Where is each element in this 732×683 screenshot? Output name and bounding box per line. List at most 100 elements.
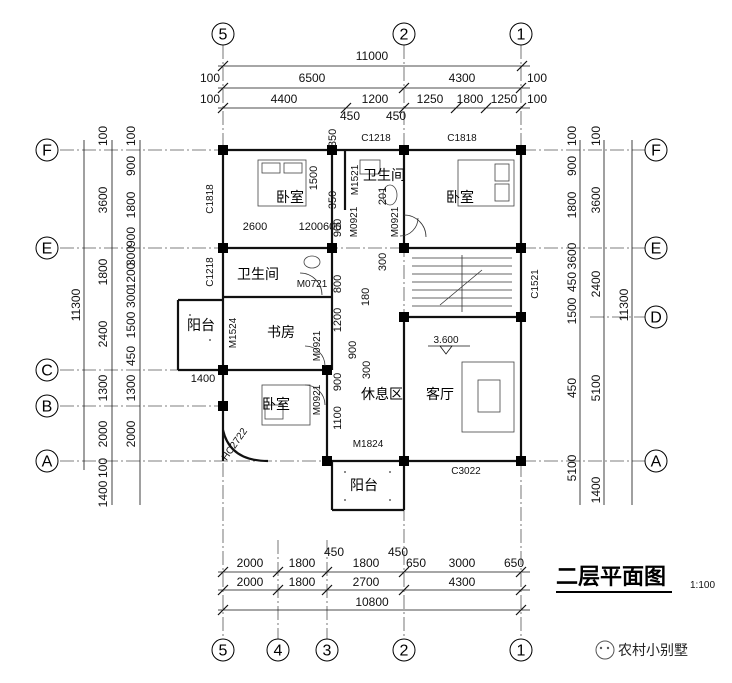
dim-bot-r1-6: 3000: [449, 556, 476, 570]
dim-inner-900c: 900: [332, 373, 344, 391]
dim-top-sub-0: 450: [340, 109, 360, 123]
code-m0921-a: M0921: [349, 206, 360, 237]
dim-right-r3-5: 1500: [565, 297, 579, 324]
drawing-title: 二层平面图: [556, 565, 666, 590]
code-m0721: M0721: [297, 279, 328, 290]
dim-right-r2-3: 5100: [589, 374, 603, 401]
dim-left-r3-3: 900: [124, 227, 138, 247]
dim-left-r3-1: 900: [124, 156, 138, 176]
dim-top-r2-3: 100: [527, 71, 547, 85]
dim-right-r2-1: 3600: [589, 186, 603, 213]
dim-bot-r1-3: 1800: [353, 556, 380, 570]
dimension-lines: [83, 60, 633, 616]
axis-f-right-label: F: [651, 143, 661, 160]
dim-left-r3-10: 2000: [124, 420, 138, 447]
wechat-icon: [595, 640, 615, 660]
dim-bot-r1-0: 2000: [237, 556, 264, 570]
elevation-marker: 3.600: [428, 335, 470, 355]
axis-a-left-label: A: [42, 454, 53, 471]
code-c3022: C3022: [451, 466, 481, 477]
dim-left-r2-1: 3600: [96, 186, 110, 213]
dim-bot-r1-7: 650: [504, 556, 524, 570]
code-m1521: M1521: [350, 164, 361, 195]
dim-right-r3-0: 100: [565, 126, 579, 146]
dim-top-r3-4: 1800: [457, 92, 484, 106]
dim-left-r2-7: 1400: [96, 480, 110, 507]
dim-top-r3-6: 100: [527, 92, 547, 106]
watermark: 农村小别墅: [595, 640, 688, 660]
elevation-label: 3.600: [433, 335, 458, 346]
dim-inner-300b: 300: [361, 361, 373, 379]
axis-c-left-label: C: [41, 363, 53, 380]
dim-right-r2-2: 2400: [589, 270, 603, 297]
dim-left-r2-3: 2400: [96, 320, 110, 347]
code-c1818-top: C1818: [447, 133, 477, 144]
grid-bubbles: [35, 22, 668, 662]
axis-1-bottom-label: 1: [517, 643, 526, 660]
dim-top-r3-0: 100: [200, 92, 220, 106]
dim-bot-r1-4: 450: [388, 545, 408, 559]
dim-inner-1100: 1100: [332, 406, 344, 430]
room-wc-west: 卫生间: [237, 267, 279, 283]
watermark-text: 农村小别墅: [618, 643, 688, 659]
dim-top-total: 11000: [356, 49, 389, 63]
dim-inner-300a: 300: [377, 253, 389, 271]
axis-b-left-label: B: [42, 399, 53, 416]
dim-inner-350b: 350: [327, 191, 339, 209]
room-bedroom-ne: 卧室: [446, 189, 474, 206]
dim-inner-800: 800: [332, 275, 344, 293]
axis-4-bottom-label: 4: [274, 643, 283, 660]
room-wc-north: 卫生间: [363, 168, 405, 184]
dim-inner-900b: 900: [347, 341, 359, 359]
dim-inner-1500: 1500: [308, 166, 320, 190]
dim-right-r2-0: 100: [589, 126, 603, 146]
dim-right-r3-2: 1800: [565, 191, 579, 218]
dim-left-total: 11300: [69, 288, 83, 321]
dim-bot-r1-5: 650: [406, 556, 426, 570]
code-c1218-left: C1218: [205, 257, 216, 287]
dim-bot-r2-2: 2700: [353, 575, 380, 589]
code-c1521: C1521: [530, 269, 541, 299]
dim-inner-2600: 2600: [243, 221, 267, 233]
code-c1818-left: C1818: [205, 184, 216, 214]
dim-top-r3-1: 4400: [271, 92, 298, 106]
dim-right-r3-3: 3600: [565, 242, 579, 269]
dim-inner-180: 180: [360, 288, 372, 306]
dim-left-r2-4: 1300: [96, 374, 110, 401]
dim-top-r3-5: 1250: [491, 92, 518, 106]
room-study: 书房: [267, 325, 295, 341]
code-m0921-b: M0921: [390, 206, 401, 237]
room-lounge: 休息区: [361, 386, 403, 403]
axis-3-bottom-label: 3: [323, 643, 332, 660]
dim-bot-r2-3: 4300: [449, 575, 476, 589]
dim-top-sub-1: 450: [386, 109, 406, 123]
dim-left-r3-6: 300: [124, 288, 138, 308]
dim-top-r2-1: 6500: [299, 71, 326, 85]
dim-bot-r2-0: 2000: [237, 575, 264, 589]
dim-left-r2-5: 2000: [96, 420, 110, 447]
balcony-hatch: [189, 314, 391, 501]
axis-2-bottom-label: 2: [400, 643, 409, 660]
room-balcony-south: 阳台: [350, 478, 378, 494]
dim-left-r3-9: 1300: [124, 374, 138, 401]
dim-top-r2-0: 100: [200, 71, 220, 85]
room-balcony-west: 阳台: [187, 318, 215, 334]
scale-label: 1:100: [690, 580, 715, 591]
dim-left-r3-4: 300: [124, 246, 138, 266]
dim-bot-r1-1: 1800: [289, 556, 316, 570]
dim-left-r2-0: 100: [96, 126, 110, 146]
dim-right-r2-4: 1400: [589, 476, 603, 503]
axis-1-top-label: 1: [517, 27, 526, 44]
dim-right-r3-6: 450: [565, 378, 579, 398]
dim-bot-total: 10800: [355, 595, 389, 609]
axis-2-top-label: 2: [400, 27, 409, 44]
room-living: 客厅: [426, 386, 454, 403]
dim-inner-201: 201: [377, 187, 389, 205]
room-bedroom-nw: 卧室: [276, 189, 304, 206]
axis-e-left-label: E: [42, 241, 53, 258]
code-m1824: M1824: [353, 439, 384, 450]
dim-bot-r2-1: 1800: [289, 575, 316, 589]
room-bedroom-sw: 卧室: [262, 396, 290, 413]
axis-f-left-label: F: [42, 143, 52, 160]
